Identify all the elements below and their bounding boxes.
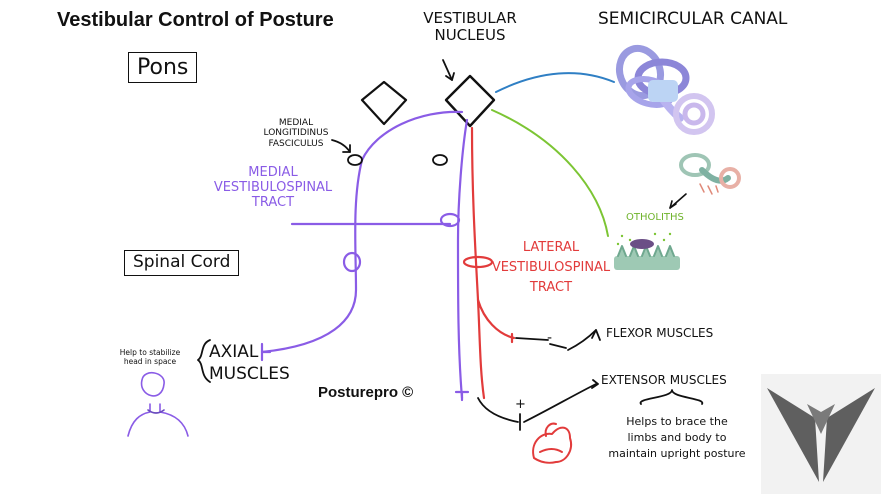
logo-panel [761,374,881,494]
medial-tract-line-3: TRACT [251,194,295,210]
mlf-label: MEDIAL LONGITIDINUS FASCICULUS [258,118,334,149]
mlf-line-1: MEDIAL [278,118,314,128]
canal-pathway [495,72,615,93]
vestibular-nucleus-icon [442,59,496,128]
vestibular-nucleus-line-1: VESTIBULAR [423,9,517,27]
inner-ear-icon [669,153,741,209]
extensor-sign: + [515,397,526,412]
lateral-tract-line-2: VESTIBULOSPINAL [491,260,611,276]
vestibular-nucleus-line-2: NUCLEUS [434,26,506,45]
otolith-pathway [491,109,609,237]
axial-muscles-label: AXIAL MUSCLES [209,341,290,385]
flexor-sign: - [547,330,553,346]
vestibular-nucleus-label: VESTIBULAR NUCLEUS [410,9,530,45]
pons-node-icon [360,80,408,126]
medial-tract-pathway [260,110,470,402]
lateral-tract-pathway [462,126,516,400]
medial-tract-line-1: MEDIAL [248,165,298,180]
axial-note: Help to stabilize head in space [108,348,192,366]
extensor-note: Helps to brace the limbs and body to mai… [600,414,754,462]
region-pons-label: Pons [128,52,198,84]
muscle-connections [197,139,703,431]
otolith-organ-icon [614,232,680,270]
region-spinal-cord-label: Spinal Cord [124,250,240,276]
extensor-note-line-1: Helps to brace the [626,415,728,428]
extensor-arm-icon [532,422,572,464]
extensor-note-line-3: maintain upright posture [608,446,746,460]
logo-mark-icon [767,388,875,482]
axial-note-line-2: head in space [123,356,177,366]
semicircular-canal-label: SEMICIRCULAR CANAL [598,9,788,29]
otoliths-label: OTHOLITHS [626,212,684,223]
credit-label: Posturepro © [318,384,414,401]
flexor-muscles-label: FLEXOR MUSCLES [606,326,714,340]
axial-note-line-1: Help to stabilize [119,348,181,357]
extensor-muscles-label: EXTENSOR MUSCLES [601,373,727,387]
mlf-line-2: LONGITIDINUS [263,128,329,139]
medial-tract-line-2: VESTIBULOSPINAL [213,179,333,195]
semicircular-canal-icon [615,44,715,135]
lateral-tract-line-3: TRACT [529,280,573,296]
extensor-note-line-2: limbs and body to [627,430,727,444]
lateral-tract-label: LATERAL VESTIBULOSPINAL TRACT [488,238,614,298]
lateral-tract-line-1: LATERAL [522,240,580,255]
axial-line-1: AXIAL [209,342,259,362]
mlf-line-3: FASCICULUS [268,138,324,149]
page-title: Vestibular Control of Posture [57,9,334,31]
axial-line-2: MUSCLES [209,364,290,385]
axial-figure-icon [127,372,189,437]
medial-tract-label: MEDIAL VESTIBULOSPINAL TRACT [203,165,343,211]
